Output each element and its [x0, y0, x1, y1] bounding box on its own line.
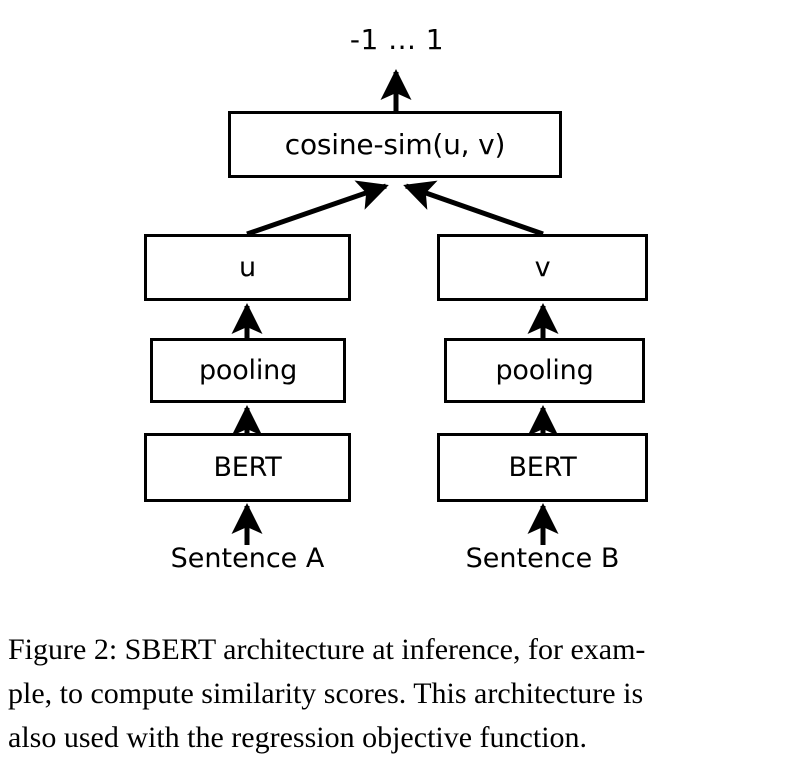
- output-range-label: -1 ... 1: [349, 23, 445, 56]
- vector-u-node: u: [144, 234, 351, 301]
- vector-v-node: v: [437, 234, 648, 301]
- pooling-b-node: pooling: [444, 338, 645, 403]
- sentence-a-label: Sentence A: [170, 543, 325, 574]
- caption-line-1: Figure 2: SBERT architecture at inferenc…: [8, 633, 646, 666]
- figure-diagram: -1 ... 1 cosine-sim(u, v) u v pooling po…: [144, 23, 648, 574]
- pooling-a-node: pooling: [150, 338, 346, 403]
- arrow-u-to-cosine: [246, 180, 389, 237]
- arrow-v-to-cosine: [403, 180, 544, 237]
- caption-line-2: ple, to compute similarity scores. This …: [8, 677, 644, 710]
- bert-a-node: BERT: [144, 433, 351, 502]
- cosine-sim-node: cosine-sim(u, v): [228, 111, 562, 178]
- bert-b-node: BERT: [437, 433, 648, 502]
- sentence-b-label: Sentence B: [465, 543, 620, 574]
- diagram-connectors: [231, 68, 559, 545]
- caption-line-3: also used with the regression objective …: [8, 721, 588, 754]
- figure-caption: Figure 2: SBERT architecture at inferenc…: [8, 628, 786, 760]
